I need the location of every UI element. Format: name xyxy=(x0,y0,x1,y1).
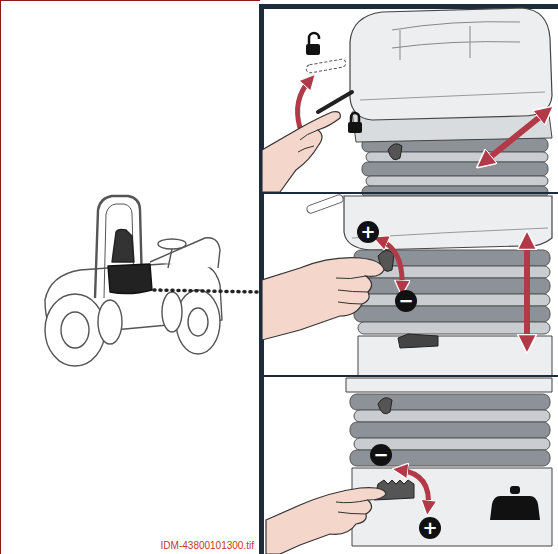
weight-panel xyxy=(266,378,552,554)
file-caption: IDM-43800101300.tif xyxy=(161,540,254,552)
height-panel xyxy=(262,194,552,376)
adjust-sign: − xyxy=(395,290,417,312)
adjust-sign: + xyxy=(357,221,379,243)
adjust-sign: + xyxy=(419,517,441,539)
tractor-drawing xyxy=(45,196,222,366)
adjust-sign: − xyxy=(370,444,392,466)
fore-aft-panel xyxy=(262,8,552,198)
